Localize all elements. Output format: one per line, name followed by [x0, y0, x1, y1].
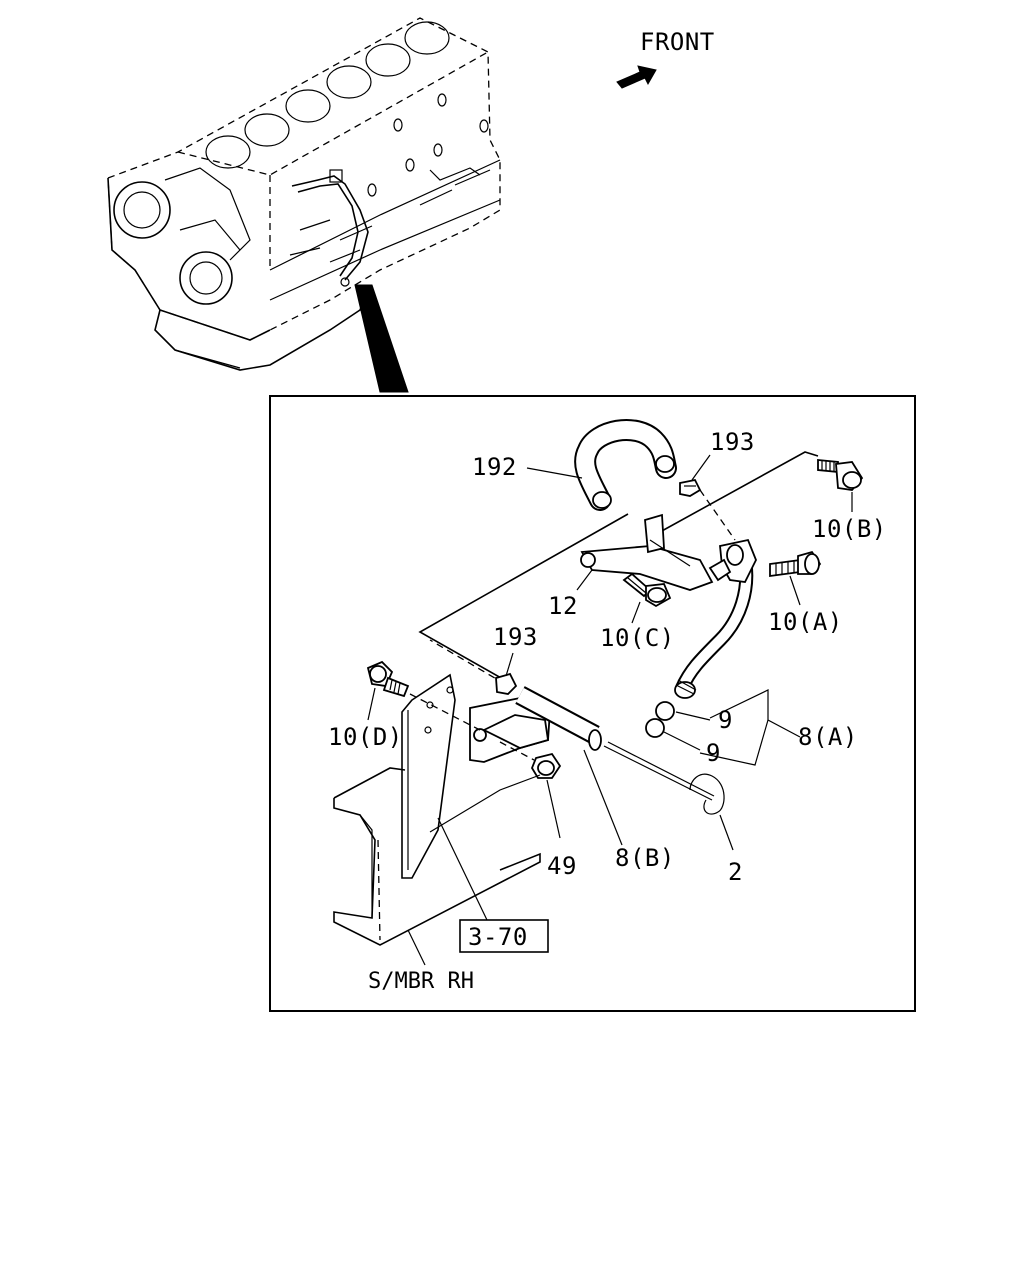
bracket-12 [580, 513, 714, 591]
callout-193-mid: 193 [493, 623, 538, 651]
callout-193-top: 193 [710, 428, 755, 456]
dipstick-2 [603, 741, 725, 815]
detail-frame [269, 395, 916, 1012]
callout-9-upper: 9 [718, 706, 733, 734]
page-reference[interactable]: 3-70 [459, 919, 549, 953]
bolt-10d [366, 660, 481, 731]
callout-49: 49 [547, 852, 577, 880]
bolt-10c [622, 572, 672, 608]
page-reference-box[interactable] [459, 919, 549, 953]
o-ring-9-lower [645, 718, 665, 738]
callout-10b: 10(B) [812, 515, 887, 543]
callout-10d: 10(D) [328, 723, 403, 751]
callout-10a: 10(A) [768, 608, 843, 636]
front-label: FRONT [640, 28, 715, 56]
side-member-label: S/MBR RH [368, 969, 474, 994]
tube-8b [469, 686, 602, 763]
callout-192: 192 [472, 453, 517, 481]
callout-12: 12 [548, 592, 578, 620]
front-arrow-icon [616, 65, 657, 89]
bolt-10b [817, 459, 864, 491]
front-direction-indicator: FRONT [616, 28, 715, 89]
leader-lines [367, 454, 853, 966]
mounting-plate [401, 673, 456, 879]
clip-193-mid [495, 672, 518, 695]
callout-8a: 8(A) [798, 723, 858, 751]
o-ring-9-upper [655, 701, 675, 721]
bolt-10a [769, 550, 822, 578]
callout-10c: 10(C) [600, 624, 675, 652]
hose-192 [574, 419, 677, 511]
callout-8b: 8(B) [615, 844, 675, 872]
tube-8a [674, 538, 757, 699]
callout-9-lower: 9 [706, 739, 721, 767]
o-rings-9 [645, 701, 675, 738]
clip-193-top [679, 478, 702, 497]
side-member-channel [333, 767, 541, 946]
page-reference-label[interactable]: 3-70 [468, 923, 528, 951]
engine-block-illustration [107, 17, 501, 393]
callout-labels: 192 193 10(B) 10(A) 12 10(C) 193 10(D) 9… [328, 428, 887, 886]
callout-2: 2 [728, 858, 743, 886]
assembly-guide-lines [418, 451, 819, 685]
nut-49 [499, 741, 562, 779]
